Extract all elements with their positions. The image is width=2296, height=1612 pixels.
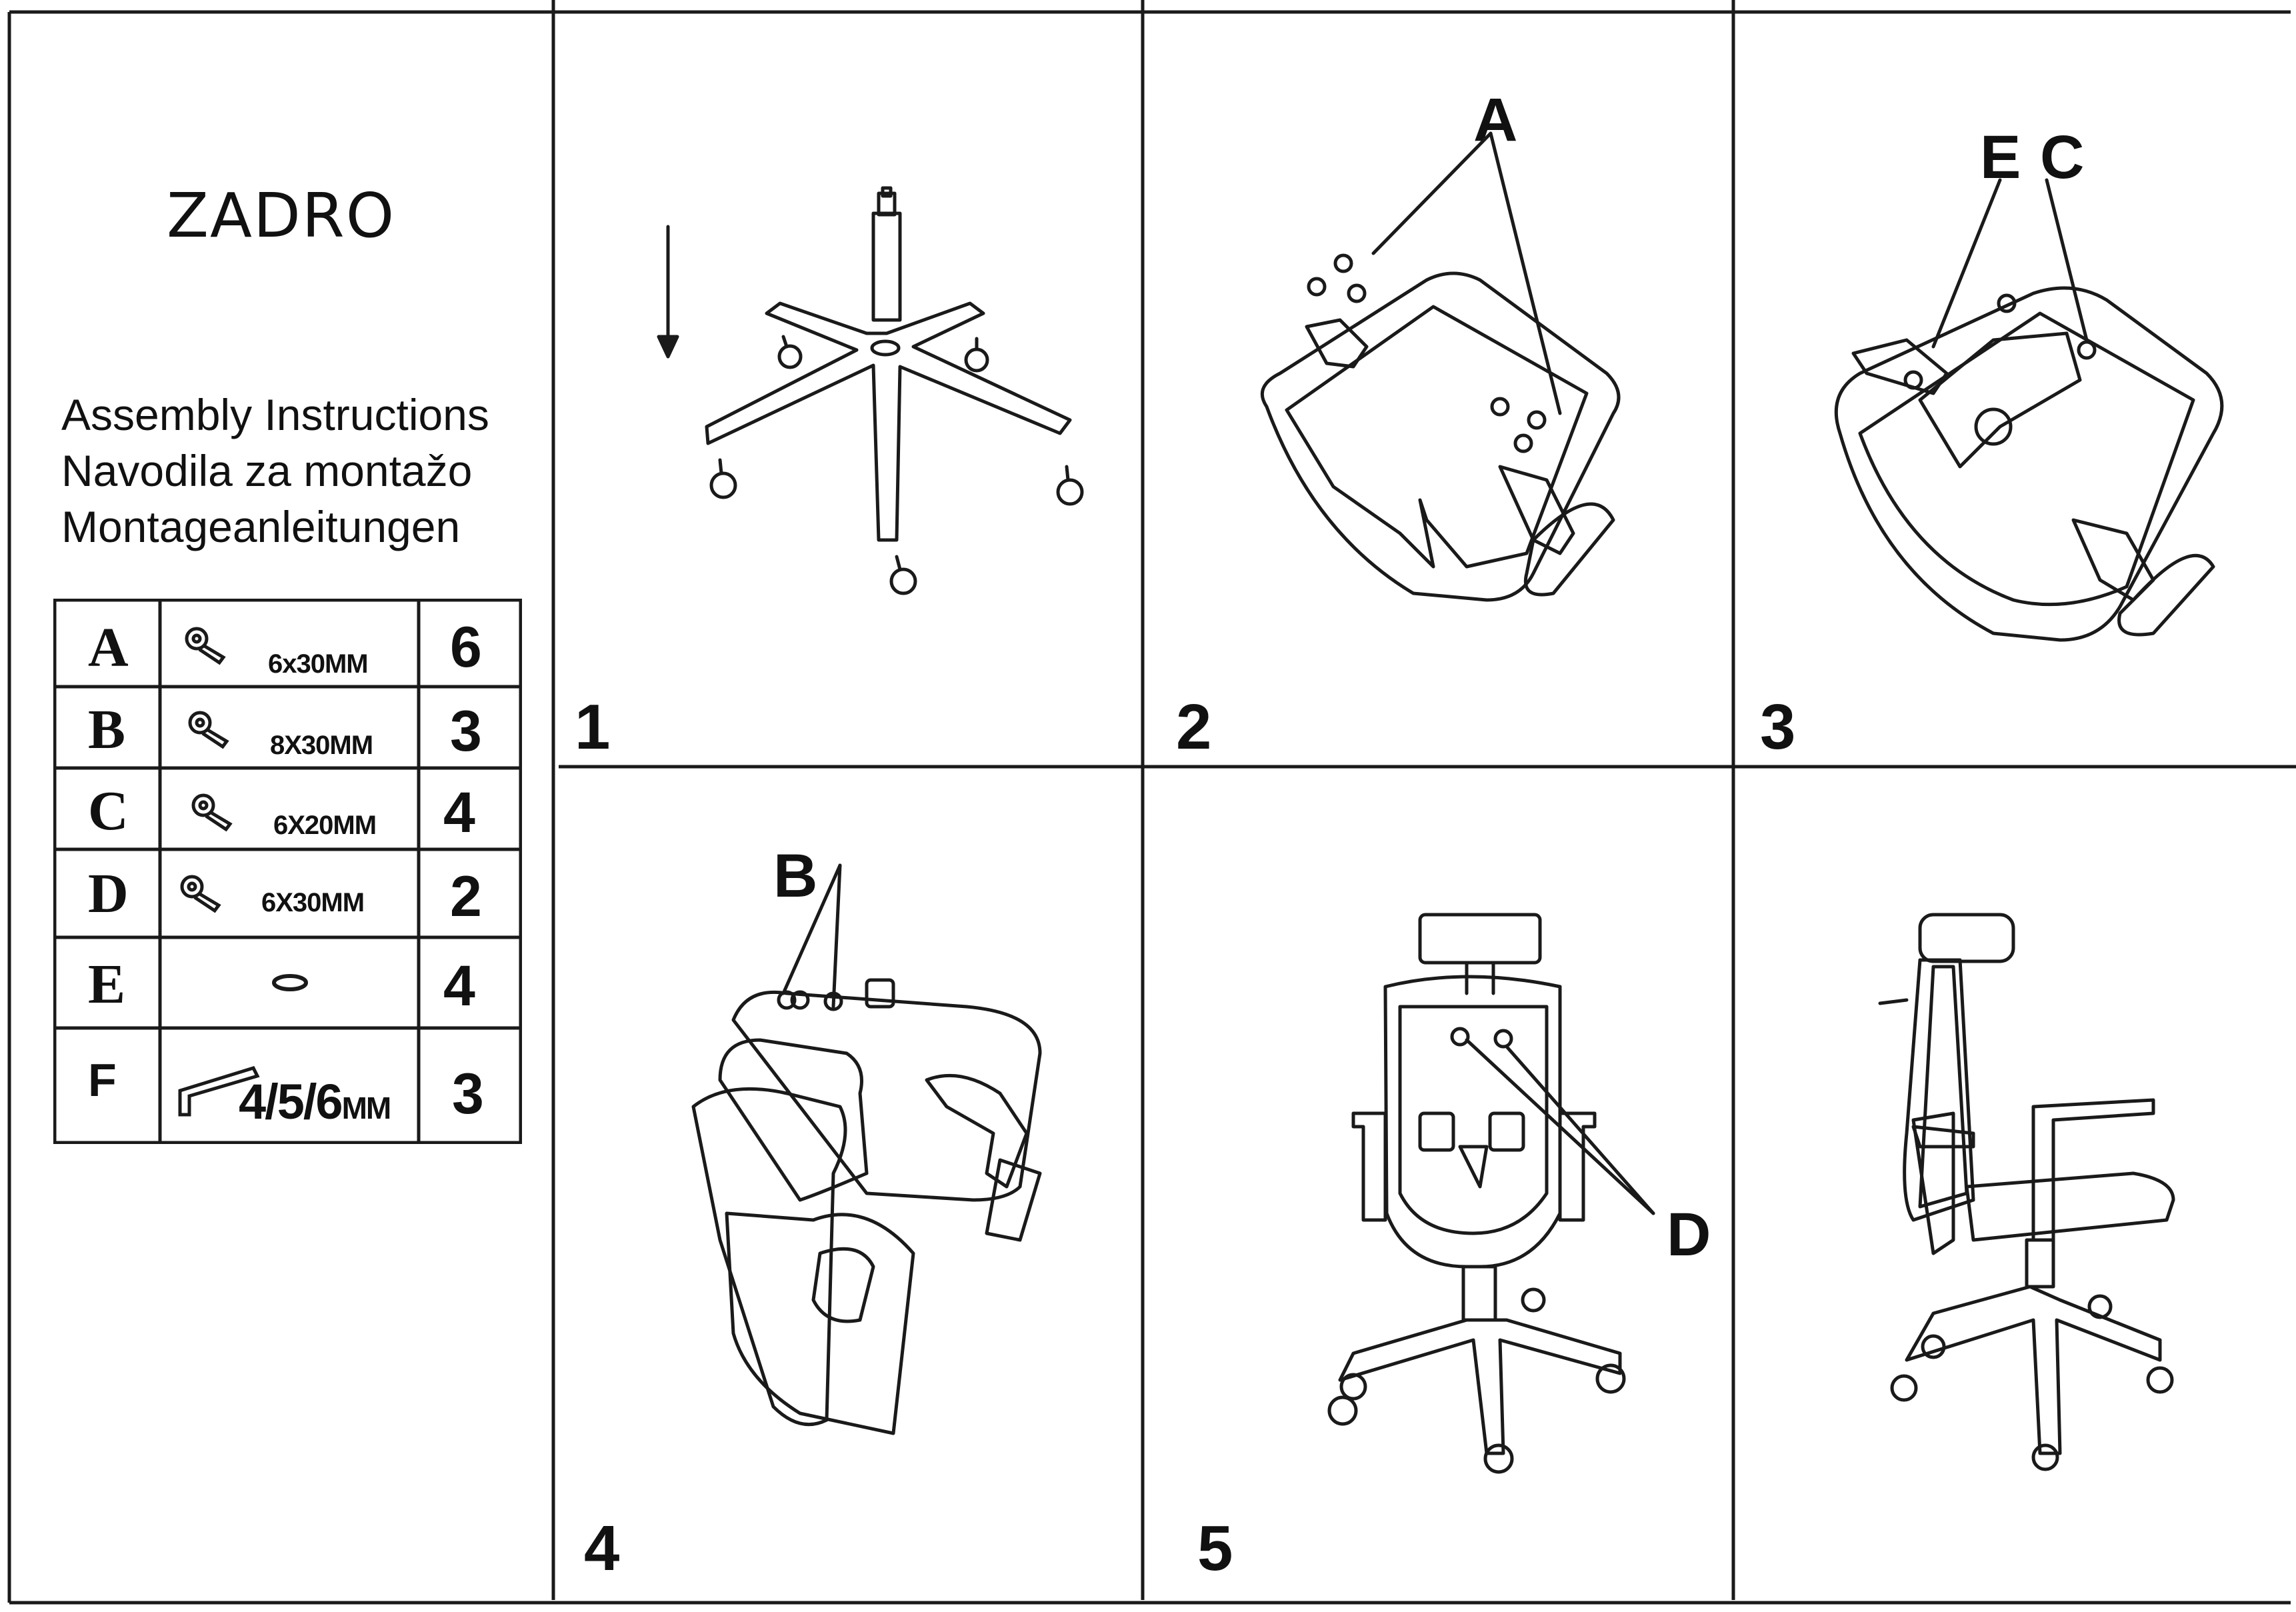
step2-seat-drawing — [1260, 131, 1621, 602]
brand-name: ZADRO — [167, 180, 396, 251]
part-qty-e: 4 — [443, 954, 475, 1018]
part-size-b: 8X30MM — [270, 731, 373, 760]
allen-key-icon — [178, 1065, 260, 1117]
part-letter-f: F — [88, 1054, 117, 1106]
part-qty-d: 2 — [450, 865, 482, 929]
title-slovenian: Navodila za montažo — [61, 446, 473, 495]
step-number-1: 1 — [575, 691, 611, 763]
part-letter-d: D — [88, 863, 129, 925]
part-size-f: 4/5/6MM — [239, 1074, 391, 1129]
callout-b: B — [773, 842, 818, 910]
parts-table: A 6x30MM 6 B 8X30MM 3 C 6X20MM 4 D 6X30M… — [53, 599, 522, 1144]
part-letter-a: A — [88, 617, 129, 679]
part-letter-c: C — [88, 780, 129, 842]
part-size-d: 6X30MM — [261, 888, 365, 917]
step-number-3: 3 — [1760, 691, 1796, 763]
final-chair-drawing — [1878, 913, 2175, 1471]
step-number-5: 5 — [1197, 1513, 1233, 1584]
part-letter-b: B — [88, 699, 126, 761]
part-size-c: 6X20MM — [273, 811, 377, 840]
part-letter-e: E — [88, 953, 126, 1015]
caster-wheel — [709, 335, 1084, 595]
callout-d: D — [1667, 1201, 1711, 1269]
title-english: Assembly Instructions — [61, 390, 489, 439]
step5-chair-drawing — [1327, 913, 1655, 1474]
washer-icon — [272, 974, 308, 991]
step4-chair-drawing — [691, 863, 1042, 1435]
parts-table-grid — [53, 599, 522, 1144]
bolt-icon — [185, 627, 226, 665]
step3-seat-drawing — [1834, 178, 2224, 642]
part-size-a: 6x30MM — [268, 649, 369, 679]
bolt-icon — [188, 711, 229, 749]
part-qty-f: 3 — [452, 1062, 484, 1126]
part-qty-c: 4 — [443, 781, 475, 845]
title-german: Montageanleitungen — [61, 502, 461, 551]
part-qty-a: 6 — [450, 615, 482, 679]
step-number-2: 2 — [1176, 691, 1212, 763]
part-qty-b: 3 — [450, 699, 482, 763]
bolt-icon — [180, 875, 221, 913]
step-number-4: 4 — [584, 1513, 620, 1584]
step1-base-drawing — [657, 186, 1084, 595]
bolt-icon — [191, 793, 233, 832]
